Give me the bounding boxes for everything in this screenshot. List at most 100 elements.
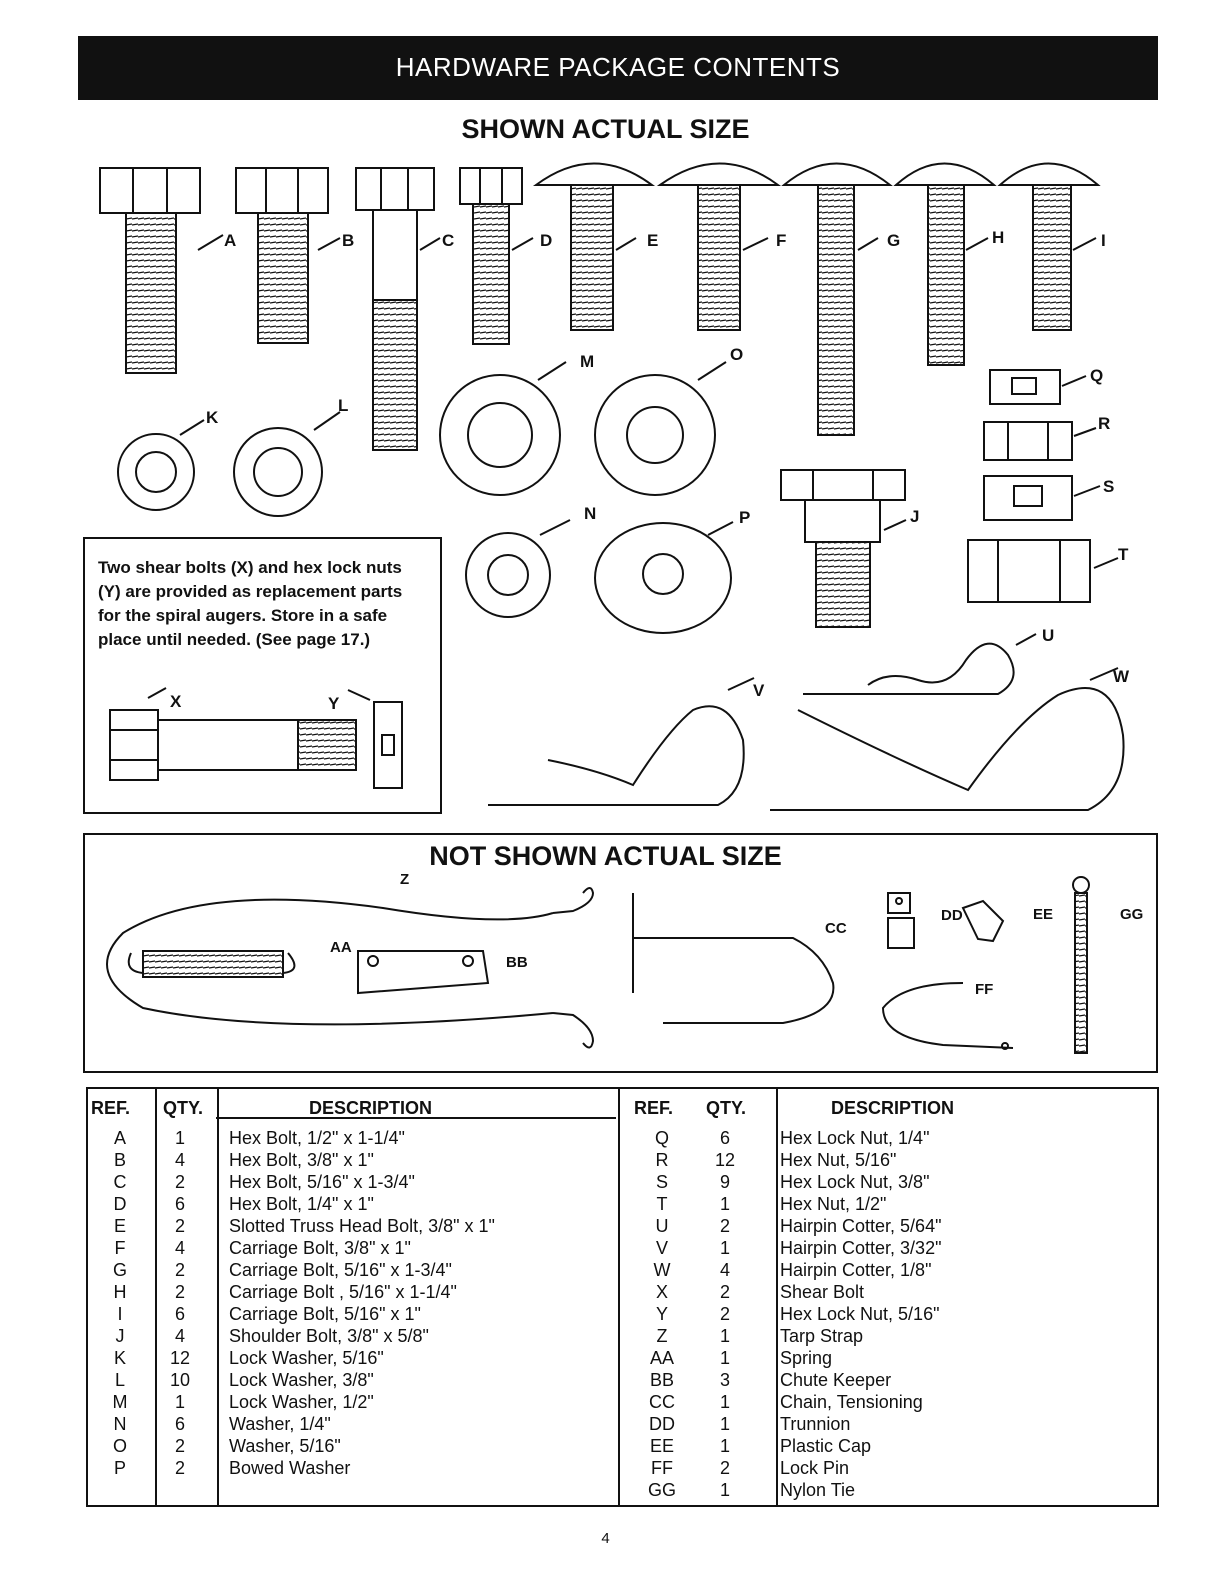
table-row-description: Nylon Tie bbox=[780, 1480, 856, 1500]
label-h: H bbox=[992, 228, 1005, 247]
table-row-description: Washer, 5/16" bbox=[229, 1436, 341, 1456]
table-row-description: Hairpin Cotter, 3/32" bbox=[780, 1238, 942, 1258]
table-row-qty: 4 bbox=[719, 1260, 730, 1280]
table-row-ref: E bbox=[113, 1216, 126, 1236]
table-row-description: Lock Washer, 1/2" bbox=[229, 1392, 374, 1412]
table-row-description: Chain, Tensioning bbox=[780, 1392, 923, 1412]
table-row-qty: 4 bbox=[174, 1150, 185, 1170]
label-z: Z bbox=[400, 871, 410, 888]
table-row-description: Hex Nut, 5/16" bbox=[780, 1150, 897, 1170]
table-row-qty: 6 bbox=[719, 1128, 730, 1148]
table-row-qty: 10 bbox=[169, 1370, 191, 1390]
label-g: G bbox=[887, 231, 901, 250]
table-row-qty: 1 bbox=[719, 1480, 730, 1500]
table-row-ref: B bbox=[113, 1150, 126, 1170]
table-row-ref: CC bbox=[649, 1392, 675, 1412]
table-row-ref: R bbox=[655, 1150, 669, 1170]
lock-pin-ff-icon bbox=[881, 982, 1014, 1050]
hardware-illustration-actual-size bbox=[99, 162, 1125, 811]
table-row-qty: 4 bbox=[174, 1326, 185, 1346]
header-qty-left: QTY. bbox=[163, 1098, 204, 1118]
table-row-ref: Y bbox=[655, 1304, 668, 1324]
table-row-qty: 1 bbox=[719, 1326, 730, 1346]
carriage-bolt-f-icon bbox=[656, 162, 782, 331]
label-r: R bbox=[1098, 414, 1111, 433]
table-row-ref: F bbox=[114, 1238, 126, 1258]
table-row-qty: 2 bbox=[174, 1260, 185, 1280]
table-row-qty: 12 bbox=[169, 1348, 191, 1368]
label-aa: AA bbox=[330, 939, 352, 956]
label-ee: EE bbox=[1033, 906, 1054, 923]
lock-washer-m-icon bbox=[439, 361, 567, 496]
hex-bolt-c-icon bbox=[355, 167, 441, 451]
hex-bolt-d-icon bbox=[459, 167, 534, 345]
table-row-ref: BB bbox=[649, 1370, 674, 1390]
label-i: I bbox=[1101, 231, 1106, 250]
table-row-ref: G bbox=[112, 1260, 127, 1280]
table-row-ref: L bbox=[114, 1370, 125, 1390]
table-row-qty: 1 bbox=[719, 1392, 730, 1412]
table-row-ref: DD bbox=[649, 1414, 675, 1434]
hex-lock-nut-y-icon bbox=[347, 689, 403, 789]
table-row-description: Chute Keeper bbox=[780, 1370, 892, 1390]
table-row-description: Carriage Bolt, 5/16" x 1-3/4" bbox=[229, 1260, 452, 1280]
table-row-description: Carriage Bolt, 5/16" x 1" bbox=[229, 1304, 421, 1324]
table-row-qty: 2 bbox=[719, 1282, 730, 1302]
label-n: N bbox=[584, 504, 597, 523]
table-row-description: Hairpin Cotter, 5/64" bbox=[780, 1216, 942, 1236]
table-row-qty: 6 bbox=[174, 1194, 185, 1214]
hex-nut-t-icon bbox=[967, 539, 1119, 603]
label-b: B bbox=[342, 231, 355, 250]
table-row-qty: 2 bbox=[174, 1282, 185, 1302]
label-l: L bbox=[338, 396, 349, 415]
header-qty-right: QTY. bbox=[706, 1098, 747, 1118]
label-d: D bbox=[540, 231, 553, 250]
nylon-tie-gg-icon bbox=[1072, 876, 1090, 1054]
table-row-qty: 6 bbox=[174, 1414, 185, 1434]
table-row-qty: 2 bbox=[719, 1216, 730, 1236]
page-number: 4 bbox=[601, 1530, 610, 1547]
header-desc-left: DESCRIPTION bbox=[309, 1098, 433, 1118]
label-s: S bbox=[1103, 477, 1115, 496]
table-row-description: Carriage Bolt , 5/16" x 1-1/4" bbox=[229, 1282, 457, 1302]
table-row-ref: AA bbox=[649, 1348, 674, 1368]
washer-n-icon bbox=[465, 519, 571, 618]
table-row-qty: 1 bbox=[719, 1414, 730, 1434]
table-row-qty: 1 bbox=[719, 1238, 730, 1258]
hardware-illustration-not-actual-size bbox=[106, 876, 1090, 1054]
label-c: C bbox=[442, 231, 455, 250]
table-row-ref: K bbox=[113, 1348, 126, 1368]
table-row-qty: 3 bbox=[719, 1370, 730, 1390]
chute-keeper-bb-icon bbox=[357, 950, 490, 995]
table-row-qty: 1 bbox=[174, 1128, 185, 1148]
table-row-description: Slotted Truss Head Bolt, 3/8" x 1" bbox=[229, 1216, 495, 1236]
lock-washer-k-icon bbox=[117, 419, 205, 511]
tension-chain-cc-icon bbox=[632, 893, 835, 1024]
table-row-ref: C bbox=[113, 1172, 127, 1192]
table-row-ref: P bbox=[113, 1458, 126, 1478]
label-cc: CC bbox=[825, 920, 847, 937]
table-row-ref: M bbox=[112, 1392, 128, 1412]
hex-lock-nut-s-icon bbox=[983, 475, 1101, 521]
label-dd: DD bbox=[941, 907, 963, 924]
label-e: E bbox=[647, 231, 659, 250]
label-k: K bbox=[206, 408, 219, 427]
table-row-description: Hex Bolt, 1/2" x 1-1/4" bbox=[229, 1128, 405, 1148]
table-row-ref: J bbox=[115, 1326, 125, 1346]
table-row-description: Hex Nut, 1/2" bbox=[780, 1194, 887, 1214]
table-row-ref: D bbox=[113, 1194, 127, 1214]
lock-washer-l-icon bbox=[233, 411, 341, 517]
label-j: J bbox=[910, 507, 920, 526]
table-row-ref: W bbox=[653, 1260, 671, 1280]
table-row-description: Lock Washer, 5/16" bbox=[229, 1348, 384, 1368]
table-row-description: Shoulder Bolt, 3/8" x 5/8" bbox=[229, 1326, 429, 1346]
tarp-strap-z-icon bbox=[106, 887, 595, 1049]
table-row-description: Lock Washer, 3/8" bbox=[229, 1370, 374, 1390]
label-gg: GG bbox=[1120, 906, 1144, 923]
label-a: A bbox=[224, 231, 237, 250]
table-row-ref: A bbox=[113, 1128, 126, 1148]
table-row-qty: 9 bbox=[719, 1172, 730, 1192]
table-row-qty: 12 bbox=[714, 1150, 736, 1170]
label-o: O bbox=[730, 345, 744, 364]
hairpin-cotter-w-icon bbox=[770, 667, 1125, 811]
